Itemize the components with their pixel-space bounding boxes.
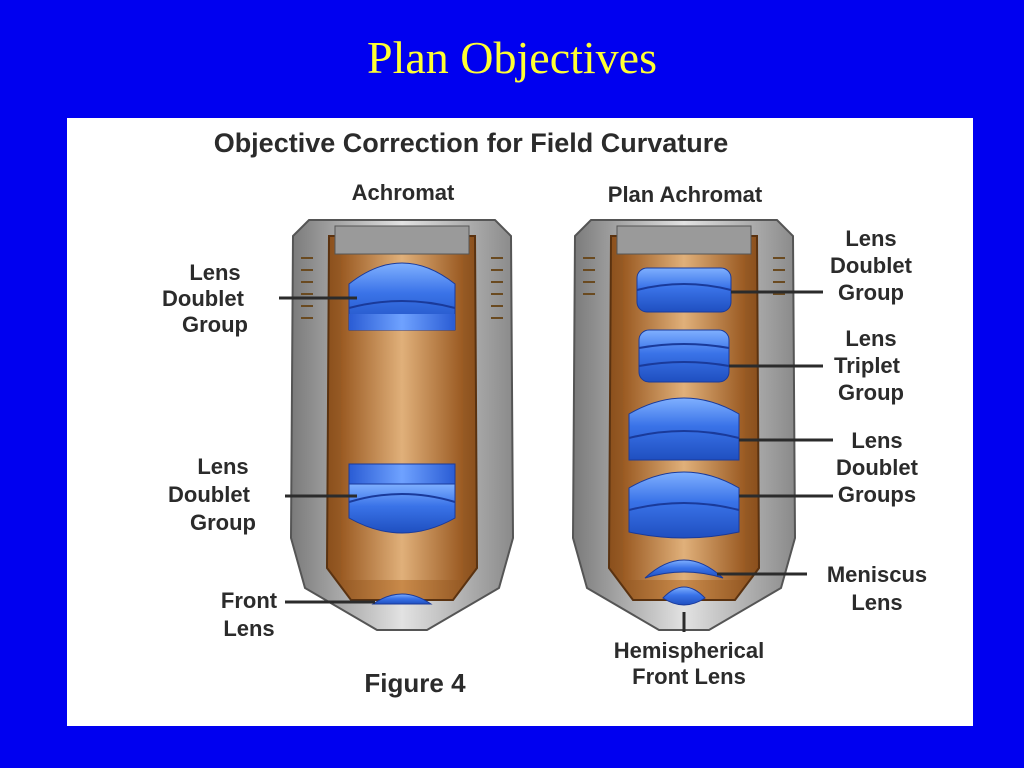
svg-text:Doublet: Doublet (162, 286, 245, 311)
label-plan-doublet-group: Lens Doublet Group (830, 226, 913, 305)
svg-text:Doublet: Doublet (836, 455, 919, 480)
svg-text:Groups: Groups (838, 482, 916, 507)
svg-text:Lens: Lens (845, 326, 896, 351)
svg-text:Lens: Lens (851, 428, 902, 453)
svg-text:Doublet: Doublet (168, 482, 251, 507)
svg-text:Lens: Lens (223, 616, 274, 641)
svg-text:Front: Front (221, 588, 278, 613)
figure-caption: Figure 4 (364, 668, 466, 698)
achromat-lower-doublet (348, 463, 456, 534)
label-plan-hemispherical-front-lens: Hemispherical Front Lens (614, 638, 764, 689)
label-achromat-upper-doublet: Lens Doublet Group (162, 260, 248, 337)
svg-text:Doublet: Doublet (830, 253, 913, 278)
plan-meniscus-lens (644, 559, 724, 579)
plan-triplet-group (638, 329, 730, 383)
svg-text:Lens: Lens (851, 590, 902, 615)
svg-text:Lens: Lens (845, 226, 896, 251)
plan-doublet-groups (628, 397, 740, 539)
svg-text:Front Lens: Front Lens (632, 664, 746, 689)
label-plan-triplet-group: Lens Triplet Group (834, 326, 904, 405)
slide-title: Plan Objectives (367, 32, 657, 83)
plan-achromat-objective (571, 219, 833, 632)
svg-text:Lens: Lens (189, 260, 240, 285)
label-plan-doublet-groups: Lens Doublet Groups (836, 428, 919, 507)
achromat-title: Achromat (352, 180, 455, 205)
svg-text:Group: Group (182, 312, 248, 337)
plan-doublet-group (636, 267, 732, 313)
svg-text:Group: Group (838, 380, 904, 405)
svg-text:Triplet: Triplet (834, 353, 901, 378)
achromat-objective (279, 219, 515, 631)
figure-heading: Objective Correction for Field Curvature (214, 128, 729, 158)
figure-panel: Objective Correction for Field Curvature… (67, 118, 973, 726)
svg-text:Lens: Lens (197, 454, 248, 479)
achromat-upper-doublet (348, 262, 456, 331)
plan-hemispherical-front-lens (662, 586, 706, 606)
svg-text:Hemispherical: Hemispherical (614, 638, 764, 663)
label-plan-meniscus-lens: Meniscus Lens (827, 562, 927, 615)
svg-text:Meniscus: Meniscus (827, 562, 927, 587)
label-achromat-front-lens: Front Lens (221, 588, 278, 641)
plan-achromat-title: Plan Achromat (608, 182, 763, 207)
svg-text:Group: Group (190, 510, 256, 535)
achromat-front-lens (371, 593, 433, 605)
svg-text:Group: Group (838, 280, 904, 305)
label-achromat-lower-doublet: Lens Doublet Group (168, 454, 256, 535)
